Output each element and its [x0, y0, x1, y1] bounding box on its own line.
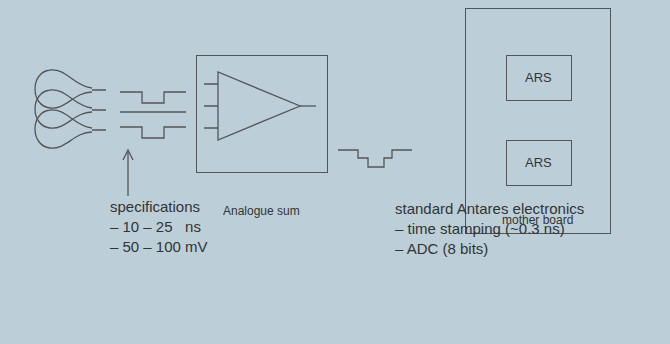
chip-box: ARS — [506, 140, 572, 186]
pointer-arrow — [127, 152, 128, 196]
box-label: ARS — [525, 155, 552, 170]
note-text: – ADC (8 bits) — [395, 240, 488, 257]
sum-pulse — [338, 150, 412, 167]
cable — [92, 90, 106, 130]
note-text: specifications — [110, 198, 200, 215]
amplifier-output — [300, 105, 316, 106]
pulse — [120, 127, 186, 138]
amplifier-symbol — [218, 72, 300, 140]
note-text: – 50 – 100 mV — [110, 238, 208, 255]
module-box: Analogue sum — [196, 55, 328, 173]
pulse — [120, 92, 186, 103]
box-label: ARS — [525, 70, 552, 85]
amplifier-input — [204, 84, 218, 128]
chip-box: ARS — [506, 55, 572, 101]
pmt-bulb — [35, 90, 92, 128]
note-text: standard Antares electronics — [395, 200, 584, 217]
note-text: – 10 – 25 ns — [110, 218, 201, 235]
pulse — [120, 111, 186, 112]
pmt-bulb — [35, 110, 92, 148]
note-text: – time stamping (~0.3 ns) — [395, 220, 565, 237]
box-label: Analogue sum — [223, 204, 300, 218]
pointer-arrowhead — [123, 150, 133, 160]
pmt-bulb — [35, 70, 92, 108]
